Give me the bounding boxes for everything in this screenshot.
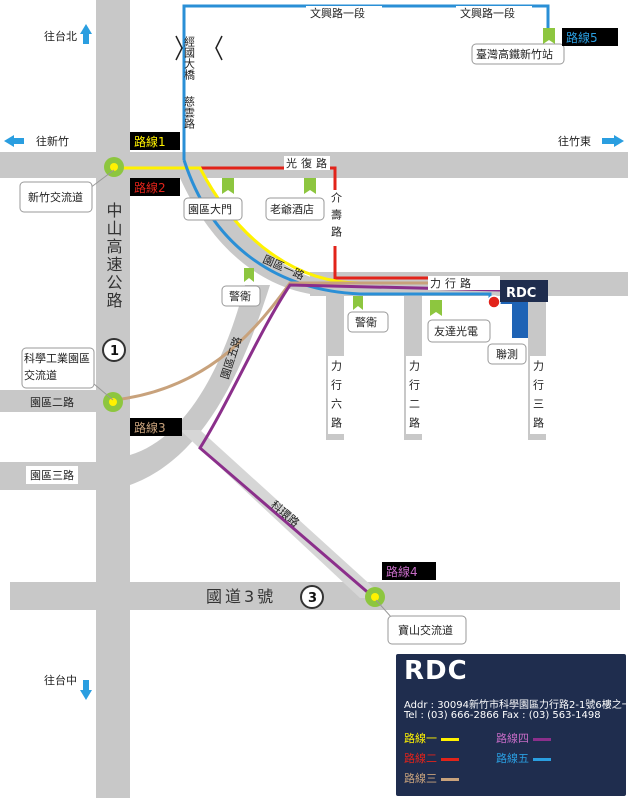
police2-label: 警衛 (355, 315, 377, 329)
guangfu-label: 光復路 (286, 156, 331, 170)
hsinchu-ic-label: 新竹交流道 (28, 190, 83, 204)
hsr-label: 臺灣高鐵新竹站 (476, 47, 553, 61)
jingguo-label: 經國大橋 (183, 35, 196, 81)
police2-pin-icon (353, 296, 363, 310)
rdc-tag: RDC (506, 286, 536, 301)
route5-curve (182, 159, 492, 300)
legend-key-r4: 路線四 (496, 730, 551, 746)
jieshou-label: 介壽路 (330, 192, 343, 243)
route4-tag-bg (382, 562, 436, 580)
sci-ic-marker-icon (103, 392, 123, 412)
lixing-label: 力行路 (430, 277, 475, 290)
legend-phone: Tel : (03) 666-2866 Fax : (03) 563-1498 (404, 710, 601, 721)
park-gate-pin-icon (222, 178, 234, 194)
route2-tag: 路線2 (134, 180, 166, 195)
police1-pin-icon (244, 268, 254, 282)
dir-east: 往竹東 (558, 134, 591, 148)
lixing3-label: 力行三路 (532, 360, 545, 436)
baoshan-ic-marker-icon (365, 587, 385, 607)
foxlink-pin-icon (430, 300, 442, 316)
laoye-label: 老爺酒店 (270, 202, 314, 216)
legend-key-r1: 路線一 (404, 730, 459, 746)
umc-label: 聯測 (496, 347, 518, 361)
kehuan-road-bg (180, 430, 385, 598)
wenxing-label-1: 文興路一段 (310, 6, 365, 20)
sci-ic-label: 科學工業園區交流道 (24, 352, 90, 382)
park-rd2-label: 園區二路 (30, 396, 74, 409)
route2-tag-bg (130, 178, 180, 196)
zhongshan-label: 中山高速公路 (104, 202, 123, 310)
route1-tag: 路線1 (134, 134, 166, 149)
legend-address: Addr : 30094新竹市科學園區力行路2-1號6樓之一 (404, 700, 628, 711)
dir-north: 往台北 (44, 29, 77, 43)
police1-label: 警衛 (229, 289, 251, 303)
wenxing-label-2: 文興路一段 (460, 6, 515, 20)
legend-key-r5: 路線五 (496, 750, 551, 766)
route3-tag-bg (130, 418, 182, 436)
laoye-pin-icon (304, 178, 316, 194)
park-rd2 (0, 390, 100, 412)
hsinchu-ic-marker-icon (104, 157, 124, 177)
dir-south: 往台中 (44, 673, 77, 687)
route4-tag: 路線4 (386, 564, 418, 579)
route5-tag-bg (562, 28, 618, 46)
hw3-num: 3 (308, 591, 317, 606)
rdc-tag-bg (500, 280, 548, 302)
legend-panel: RDC Addr : 30094新竹市科學園區力行路2-1號6樓之一 Tel :… (396, 654, 628, 796)
arrow-north-icon (80, 24, 92, 44)
bridge-bracket-right (215, 35, 223, 61)
park-rd3-label: 園區三路 (30, 469, 74, 482)
dir-west: 往新竹 (36, 134, 69, 148)
hw1-num: 1 (110, 344, 119, 359)
route3-line (113, 281, 500, 402)
arrow-west-icon (4, 135, 24, 147)
bridge-bracket-left (175, 35, 183, 61)
lixing2-label: 力行二路 (408, 360, 421, 436)
umc-building (512, 298, 528, 338)
hsr-pin-icon (543, 28, 555, 44)
route5-tag: 路線5 (566, 30, 598, 45)
route4-line (198, 283, 501, 598)
route1-tag-bg (130, 132, 180, 150)
park-rd5-road (130, 285, 270, 485)
arrow-south-icon (80, 680, 92, 700)
baoshan-ic-label: 寶山交流道 (398, 623, 453, 637)
rdc-location-icon (487, 295, 501, 309)
foxlink-label: 友達光電 (434, 324, 478, 338)
ciyun-label: 慈雲路 (183, 95, 196, 130)
legend-key-r3: 路線三 (404, 770, 459, 786)
route3-tag: 路線3 (134, 420, 166, 435)
legend-key-r2: 路線二 (404, 750, 459, 766)
park-gate-label: 園區大門 (188, 202, 232, 216)
hw3-shield-icon (300, 585, 324, 609)
legend-title: RDC (404, 656, 468, 686)
lixing6-label: 力行六路 (330, 360, 343, 436)
national3-label: 國道3號 (206, 587, 276, 606)
arrow-east-icon (602, 135, 624, 147)
hw1-shield-icon (102, 338, 126, 362)
route5-line (182, 4, 550, 160)
